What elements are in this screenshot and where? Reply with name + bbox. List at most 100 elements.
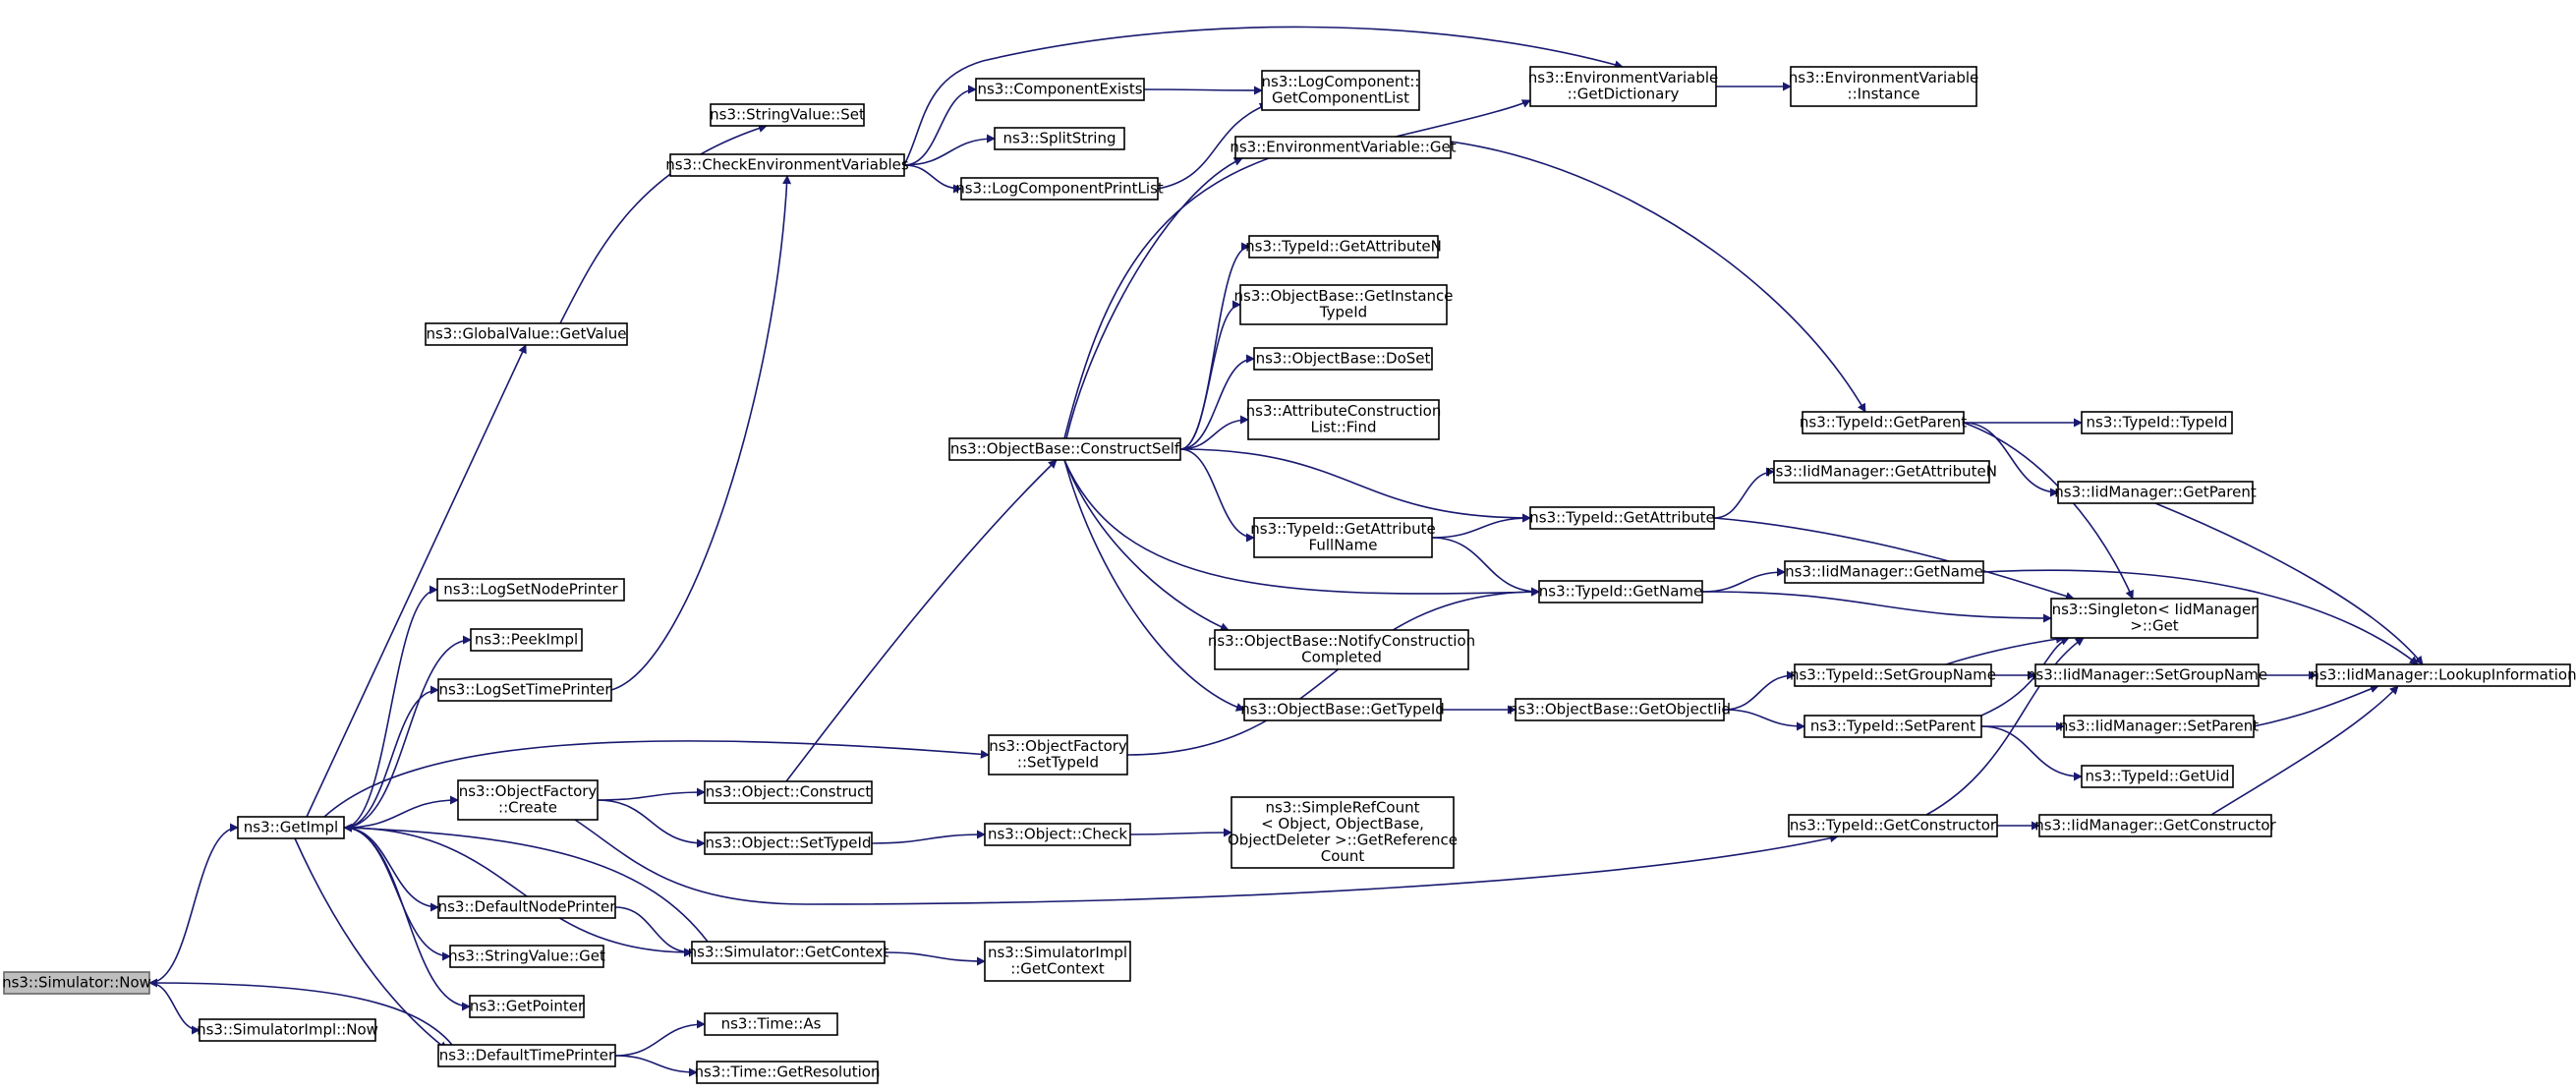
edge-checkenv-to-splitstring [903,134,996,166]
node-label: List::Find [1310,419,1376,436]
node-objconstruct[interactable]: ns3::Object::Construct [704,780,873,804]
node-implnow[interactable]: ns3::SimulatorImpl::Now [197,1018,378,1042]
node-box [1803,715,1982,738]
node-box [2081,765,2234,788]
node-envget[interactable]: ns3::EnvironmentVariable::Get [1230,136,1457,159]
node-box [437,895,616,919]
node-simgetcontext[interactable]: ns3::Simulator::GetContext [688,941,889,964]
edge-now-to-getimpl [148,823,239,984]
node-stringget[interactable]: ns3::StringValue::Get [448,945,605,968]
node-label: ns3::TypeId::SetGroupName [1790,665,1996,683]
node-getparent[interactable]: ns3::TypeId::GetParent [1800,411,1967,434]
node-compexists[interactable]: ns3::ComponentExists [975,78,1145,101]
node-label: ns3::Time::As [721,1014,822,1032]
node-box [2038,814,2272,837]
node-envinstance[interactable]: ns3::EnvironmentVariable::Instance [1789,66,1978,107]
edge-getimpl-to-peekimpl [343,635,472,829]
edge-iidgetparent-to-lookupinfo [2154,502,2424,665]
edge-constructself-to-getname [1063,459,1540,597]
node-iidgetname[interactable]: ns3::IidManager::GetName [1784,560,1984,584]
node-box [470,628,583,652]
node-iidsetgroupname[interactable]: ns3::IidManager::SetGroupName [2027,663,2267,687]
node-getattrn[interactable]: ns3::TypeId::GetAttributeN [1245,235,1442,259]
node-implgetcontext[interactable]: ns3::SimulatorImpl::GetContext [984,941,1131,982]
edge-defaulttimeprinter-to-timeas [614,1019,706,1057]
node-getcomplist[interactable]: ns3::LogComponent::GetComponentList [1261,70,1420,111]
node-objsettypeid[interactable]: ns3::Object::SetTypeId [704,832,873,855]
edge-checkenv-to-logprintlist [903,164,962,194]
node-getattribute[interactable]: ns3::TypeId::GetAttribute [1529,506,1715,530]
node-doset[interactable]: ns3::ObjectBase::DoSet [1253,347,1433,371]
node-defaulttimeprinter[interactable]: ns3::DefaultTimePrinter [437,1044,616,1067]
node-refcount[interactable]: ns3::SimpleRefCount< Object, ObjectBase,… [1228,796,1458,869]
node-getpointer[interactable]: ns3::GetPointer [469,995,585,1018]
edge-constructself-to-gettypeid [1063,459,1245,712]
node-timeas[interactable]: ns3::Time::As [704,1012,838,1036]
edge-arrow [1713,517,2075,601]
node-settypeidfactory[interactable]: ns3::ObjectFactory::SetTypeId [988,734,1128,776]
node-label: ns3::GetImpl [244,818,338,835]
node-peekimpl[interactable]: ns3::PeekImpl [470,628,583,652]
node-box [710,103,865,127]
node-logprintlist[interactable]: ns3::LogComponentPrintList [955,177,1164,201]
node-iidgetattrn[interactable]: ns3::IidManager::GetAttributeN [1766,460,1997,484]
node-setgroupname[interactable]: ns3::TypeId::SetGroupName [1790,663,1996,687]
node-getimpl[interactable]: ns3::GetImpl [237,816,345,839]
node-defaultnodeprinter[interactable]: ns3::DefaultNodePrinter [437,895,617,919]
node-typeidtypeid[interactable]: ns3::TypeId::TypeId [2081,411,2233,434]
edge-objsettypeid-to-objcheck [871,830,986,844]
node-label: ns3::ObjectBase::NotifyConstruction [1208,632,1475,650]
edge-globalvalue-to-stringset [559,124,768,324]
node-label: ::Create [498,799,557,817]
node-getuid[interactable]: ns3::TypeId::GetUid [2081,765,2234,788]
node-logsetnodeprinter[interactable]: ns3::LogSetNodePrinter [436,578,625,602]
node-box [437,1044,616,1067]
node-label: FullName [1309,537,1378,554]
edge-getimpl-to-logsetnodeprinter [343,585,438,829]
node-envgetdict[interactable]: ns3::EnvironmentVariable::GetDictionary [1528,66,1718,107]
node-getname[interactable]: ns3::TypeId::GetName [1538,580,1703,603]
node-box [457,779,599,821]
node-getobjectiid[interactable]: ns3::ObjectBase::GetObjectIid [1509,698,1731,721]
node-getconstructor[interactable]: ns3::TypeId::GetConstructor [1788,814,1998,837]
edge-setgroupname-to-singletonget [1945,634,2065,665]
node-box [1784,560,1984,584]
edge-getconstructor-to-singletonget [1925,637,2085,816]
node-lookupinfo[interactable]: ns3::IidManager::LookupInformation [2310,663,2576,687]
edge-arrow [343,635,472,829]
node-box [1773,460,1990,484]
node-setparent[interactable]: ns3::TypeId::SetParent [1803,715,1982,738]
node-globalvalue[interactable]: ns3::GlobalValue::GetValue [425,322,628,346]
node-getresolution[interactable]: ns3::Time::GetResolution [695,1061,881,1084]
edge-getobjectiid-to-setparent [1723,709,1805,731]
node-objcheck[interactable]: ns3::Object::Check [984,823,1131,846]
node-box [436,578,625,602]
node-checkenv[interactable]: ns3::CheckEnvironmentVariables [665,153,909,177]
node-stringset[interactable]: ns3::StringValue::Set [710,103,865,127]
node-box [1538,580,1703,603]
node-label: ns3::ObjectBase::ConstructSelf [950,439,1180,457]
edge-arrow [306,344,527,818]
node-label: ns3::Singleton< IidManager [2052,601,2259,618]
edge-getimpl-to-factorycreate [343,795,459,829]
node-logsettimeprinter[interactable]: ns3::LogSetTimePrinter [437,678,612,702]
node-singletonget[interactable]: ns3::Singleton< IidManager>::Get [2050,598,2259,639]
edge-arrow [614,1055,698,1077]
edge-arrow [785,459,1058,782]
node-iidgetconstructor[interactable]: ns3::IidManager::GetConstructor [2034,814,2277,837]
edge-arrow [343,827,693,957]
node-factorycreate[interactable]: ns3::ObjectFactory::Create [457,779,599,821]
node-iidsetparent[interactable]: ns3::IidManager::SetParent [2059,715,2259,738]
edge-arrow [597,799,706,848]
node-box [199,1018,376,1042]
node-splitstring[interactable]: ns3::SplitString [994,127,1125,150]
node-iidgetparent[interactable]: ns3::IidManager::GetParent [2054,481,2257,504]
node-notifyconstruction[interactable]: ns3::ObjectBase::NotifyConstructionCompl… [1208,629,1475,670]
edge-arrow [1701,567,1786,593]
node-constructself[interactable]: ns3::ObjectBase::ConstructSelf [948,437,1181,461]
node-gettypeid[interactable]: ns3::ObjectBase::GetTypeId [1240,698,1445,721]
node-label: ns3::PeekImpl [475,630,578,648]
